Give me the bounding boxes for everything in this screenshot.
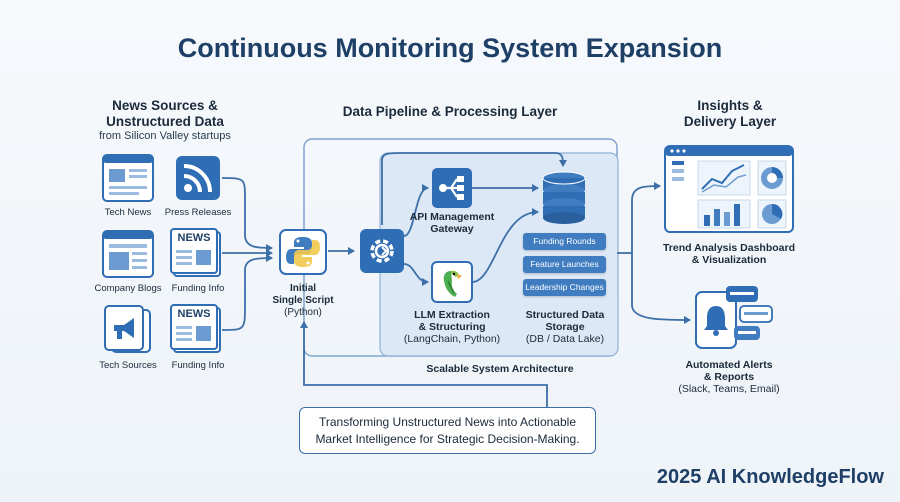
bell-alert-icon xyxy=(695,286,773,349)
parrot-icon xyxy=(431,261,473,303)
brand-footer: 2025 AI KnowledgeFlow xyxy=(656,466,884,488)
gear-icon xyxy=(360,229,404,273)
insights-heading-line1: Insights & xyxy=(697,98,763,113)
source-label-funding-info-1: Funding Info xyxy=(171,283,225,294)
tag-funding-rounds: Funding Rounds xyxy=(523,233,606,250)
news-badge: NEWS xyxy=(177,232,211,244)
newspaper-shape-2 xyxy=(170,304,221,353)
api-label: API Management Gateway xyxy=(400,211,504,235)
dashboard-icon xyxy=(664,145,794,233)
storage-label: Structured Data Storage (DB / Data Lake) xyxy=(510,309,620,345)
storage-label-line3: (DB / Data Lake) xyxy=(525,333,605,345)
callout-line1: Transforming Unstructured News into Acti… xyxy=(318,415,576,429)
architecture-label: Scalable System Architecture xyxy=(426,363,574,375)
megaphone-icon xyxy=(104,305,151,353)
alerts-label: Automated Alerts & Reports (Slack, Teams… xyxy=(654,359,804,395)
rss-icon xyxy=(176,156,220,200)
source-label-tech-news: Tech News xyxy=(104,207,152,218)
callout-line2: Market Intelligence for Strategic Decisi… xyxy=(315,432,580,446)
summary-callout: Transforming Unstructured News into Acti… xyxy=(299,407,596,454)
api-label-line1: API Management xyxy=(409,211,495,223)
llm-label: LLM Extraction & Structuring (LangChain,… xyxy=(400,309,504,345)
alerts-label-line1: Automated Alerts xyxy=(685,359,773,371)
api-gateway-icon xyxy=(432,168,472,208)
dashboard-label-line1: Trend Analysis Dashboard xyxy=(662,242,796,254)
sources-subheading: from Silicon Valley startups xyxy=(99,130,231,142)
pipeline-heading: Data Pipeline & Processing Layer xyxy=(342,104,558,119)
tag-feature-launches: Feature Launches xyxy=(523,256,606,273)
database-icon xyxy=(542,171,586,224)
source-label-press-releases: Press Releases xyxy=(164,207,232,218)
llm-label-line3: (LangChain, Python) xyxy=(403,333,501,345)
source-label-tech-sources: Tech Sources xyxy=(99,360,157,371)
news-badge-2: NEWS xyxy=(177,308,211,320)
api-label-line2: Gateway xyxy=(430,223,474,235)
insights-heading: Insights & Delivery Layer xyxy=(660,98,800,130)
alerts-label-line3: (Slack, Teams, Email) xyxy=(678,383,780,395)
source-label-company-blogs: Company Blogs xyxy=(94,283,162,294)
dashboard-label-line2: & Visualization xyxy=(691,254,767,266)
source-label-funding-info-2: Funding Info xyxy=(171,360,225,371)
page-title: Continuous Monitoring System Expansion xyxy=(177,33,723,63)
llm-label-line2: & Structuring xyxy=(418,321,486,333)
insights-heading-line2: Delivery Layer xyxy=(683,114,777,129)
storage-label-line1: Structured Data xyxy=(525,309,605,321)
sources-heading-line2: Unstructured Data xyxy=(106,114,224,129)
sources-heading: News Sources & Unstructured Data xyxy=(85,98,245,130)
tag-leadership-changes: Leadership Changes xyxy=(523,279,606,296)
newspaper-shape xyxy=(170,228,221,277)
tech-news-icon xyxy=(102,154,154,202)
dashboard-label: Trend Analysis Dashboard & Visualization xyxy=(654,242,804,266)
newspaper-icon-2: NEWS xyxy=(170,304,222,354)
python-icon xyxy=(279,229,327,275)
script-label-line3: (Python) xyxy=(284,307,322,318)
sources-heading-line1: News Sources & xyxy=(112,98,218,113)
company-blog-icon xyxy=(102,230,154,278)
storage-label-line2: Storage xyxy=(545,321,585,333)
script-label: Initial Single Script (Python) xyxy=(258,283,348,319)
newspaper-icon: NEWS xyxy=(170,228,222,278)
llm-label-line1: LLM Extraction xyxy=(414,309,490,321)
alerts-label-line2: & Reports xyxy=(703,371,755,383)
script-label-line2: Single Script xyxy=(272,295,334,306)
script-label-line1: Initial xyxy=(289,283,317,294)
